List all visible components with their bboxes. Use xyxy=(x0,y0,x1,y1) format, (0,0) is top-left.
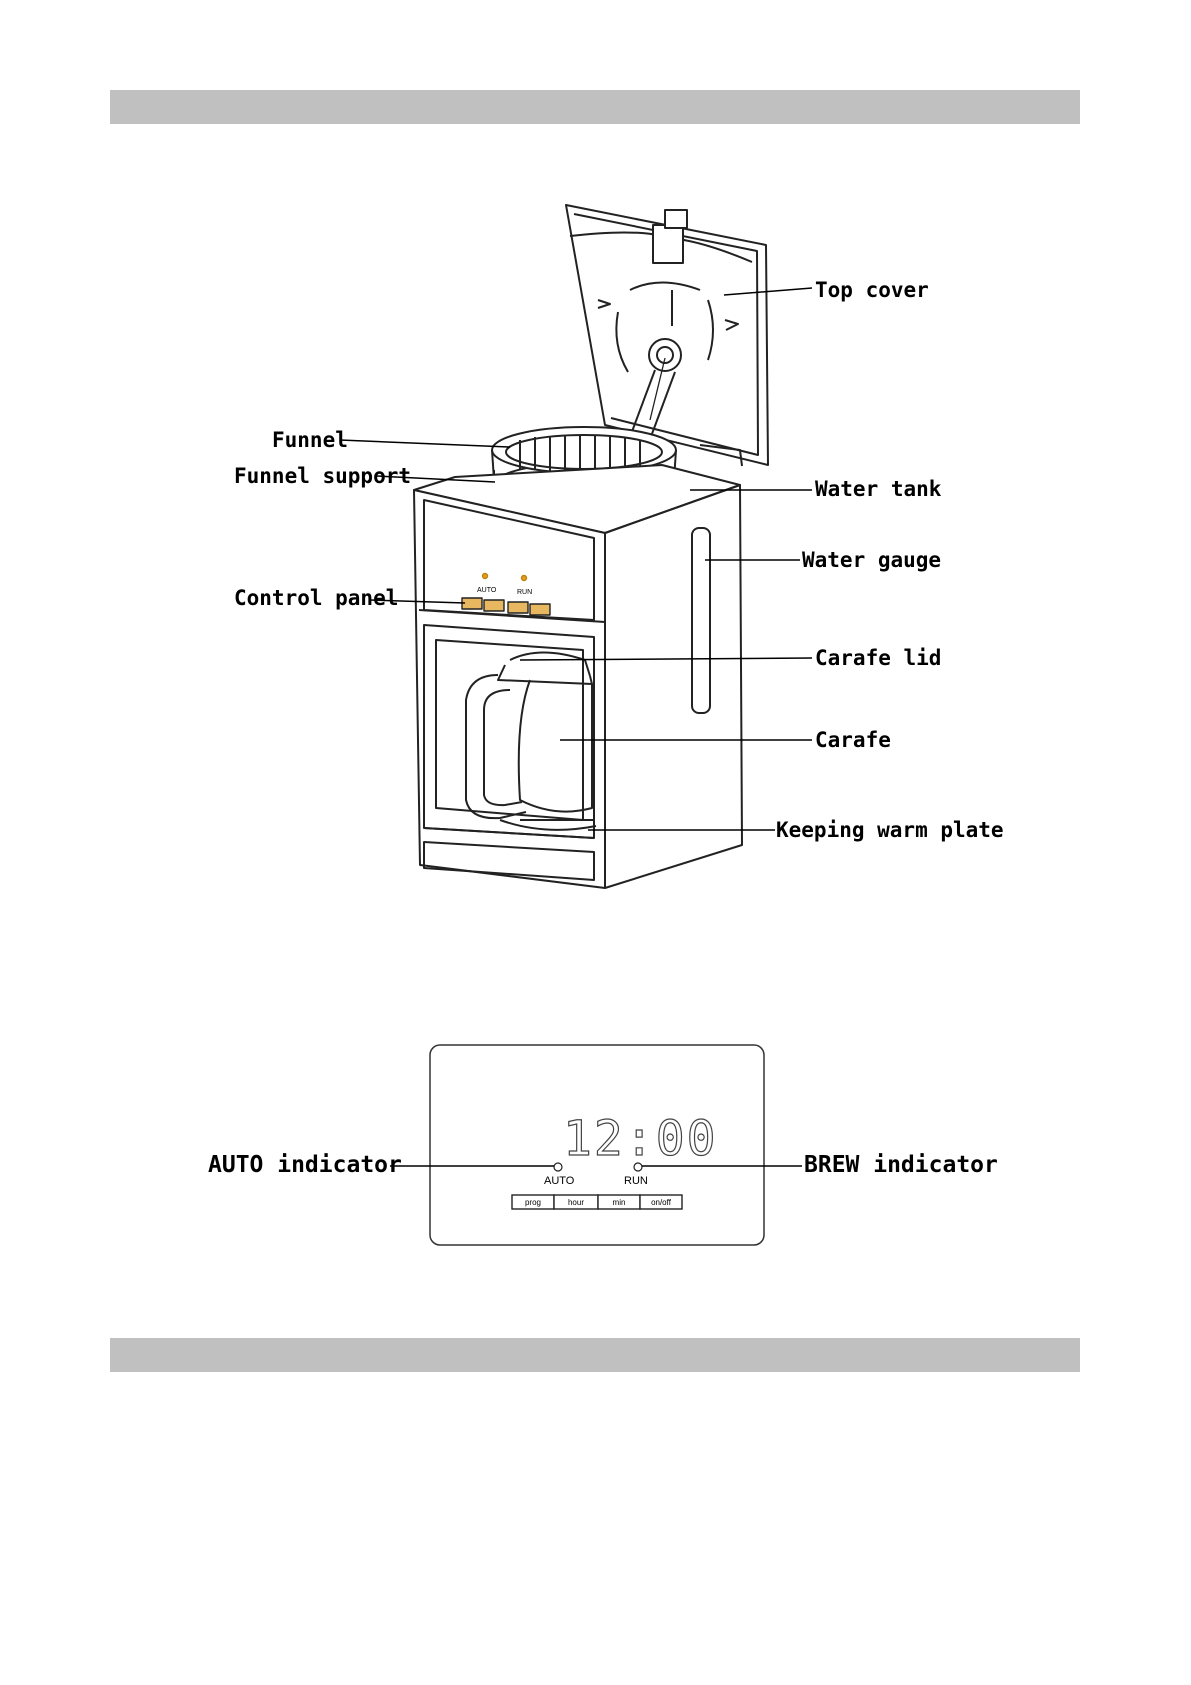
hour-button-label: hour xyxy=(568,1198,584,1207)
auto-indicator-callout: AUTO indicator xyxy=(208,1152,402,1178)
machine-body-illustration xyxy=(414,465,742,888)
callout-control-panel: Control panel xyxy=(234,586,398,610)
auto-led-label: AUTO xyxy=(544,1175,575,1187)
auto-led-icon xyxy=(554,1163,562,1171)
brew-indicator-callout: BREW indicator xyxy=(804,1152,998,1178)
run-led-label: RUN xyxy=(624,1175,648,1187)
callout-water-gauge: Water gauge xyxy=(802,548,941,572)
clock-display: 12:00 xyxy=(563,1111,718,1167)
run-led-icon xyxy=(634,1163,642,1171)
callout-carafe-lid: Carafe lid xyxy=(815,646,941,670)
callout-top-cover: Top cover xyxy=(815,278,929,302)
machine-run-label: RUN xyxy=(517,589,532,596)
callout-carafe: Carafe xyxy=(815,728,891,752)
prog-button-label: prog xyxy=(525,1198,541,1207)
callout-funnel: Funnel xyxy=(272,428,348,452)
callout-water-tank: Water tank xyxy=(815,477,942,501)
callout-keeping-warm-plate: Keeping warm plate xyxy=(776,818,1004,842)
on-off-button-label: on/off xyxy=(651,1198,672,1207)
machine-auto-label: AUTO xyxy=(477,587,497,594)
min-button-label: min xyxy=(613,1198,626,1207)
control-panel-closeup: 12:00 AUTO RUN prog hour min on/off AUTO… xyxy=(208,1045,998,1245)
callout-funnel-support: Funnel support xyxy=(234,464,411,488)
